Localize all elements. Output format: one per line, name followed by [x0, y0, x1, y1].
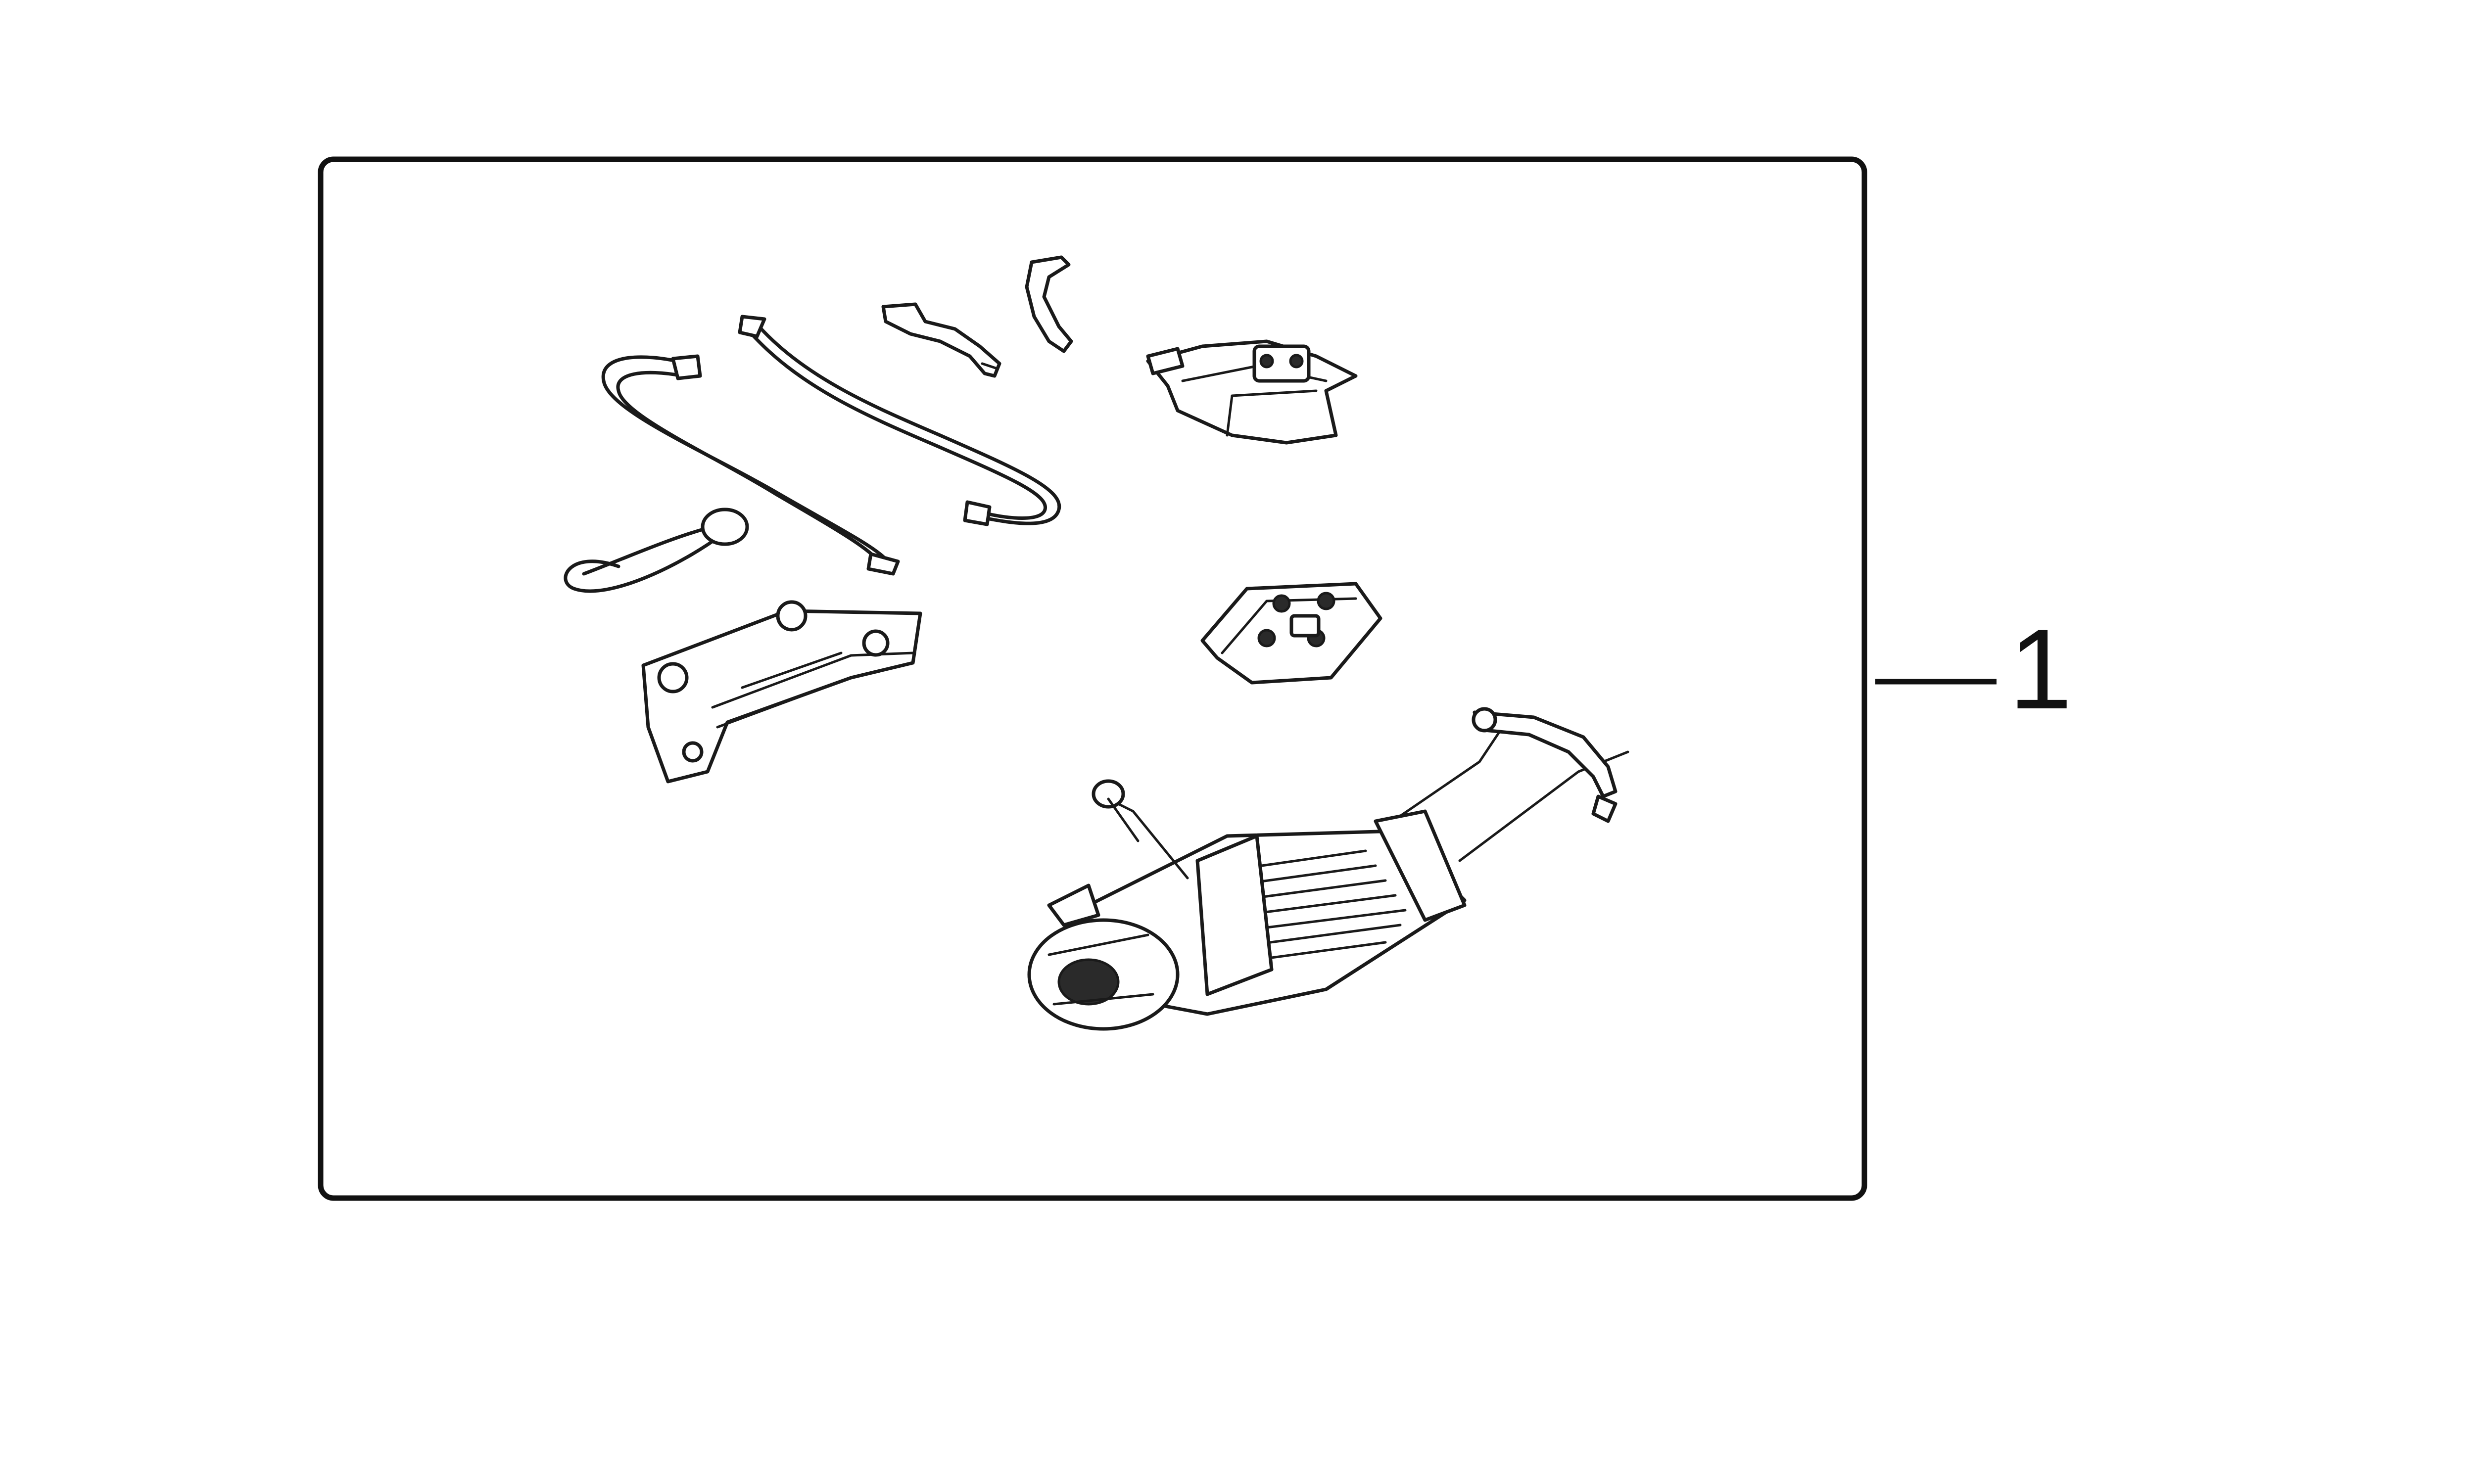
short-cable-strap-part — [881, 302, 1001, 378]
battery-cable-long-part — [601, 354, 900, 576]
control-box-part — [1200, 582, 1382, 685]
small-bracket-part — [1025, 255, 1073, 353]
battery-cable-middle-part — [738, 315, 1061, 526]
mounting-bracket-part — [641, 600, 922, 784]
winch-part — [1027, 707, 1629, 1031]
solenoid-part — [1146, 339, 1358, 445]
hook-strap-part — [564, 508, 749, 593]
kit-frame — [318, 156, 1867, 1201]
callout-number: 1 — [2009, 605, 2072, 733]
